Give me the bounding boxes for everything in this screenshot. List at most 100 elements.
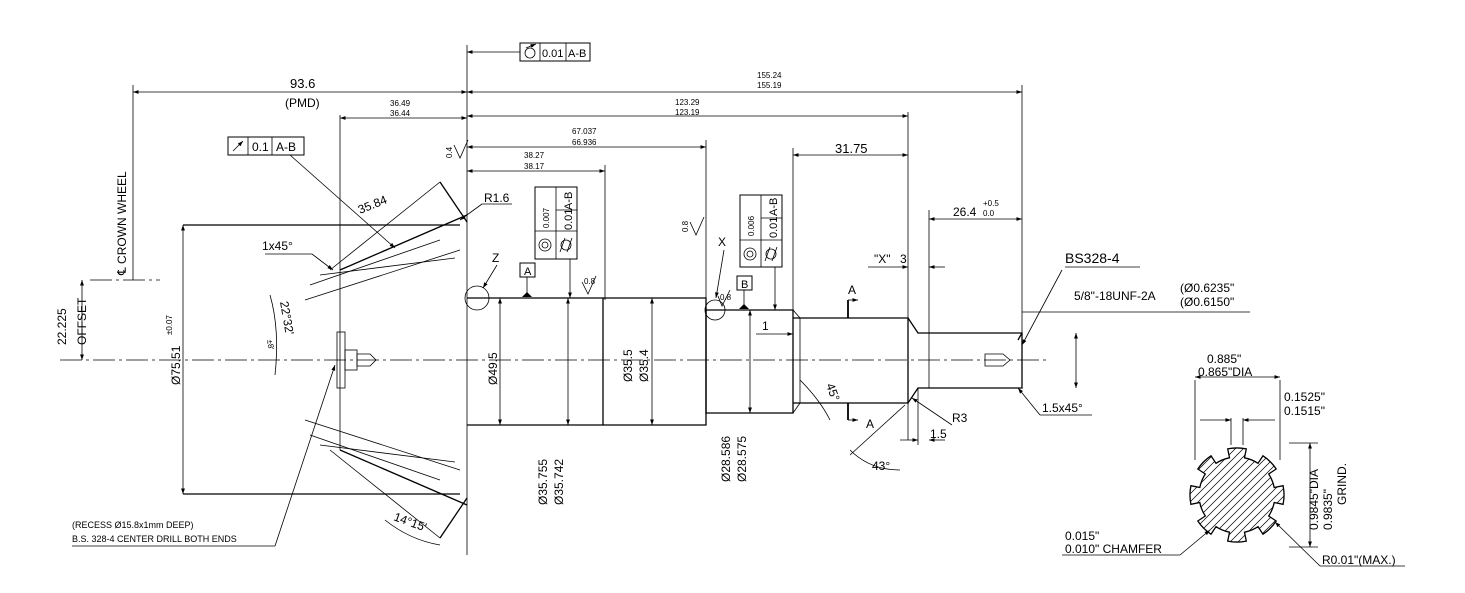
dim-pmd-note: (PMD)	[285, 96, 320, 110]
fcf-frame-b: 0.006 A-B 0.01	[739, 194, 783, 310]
note-recess: (RECESS Ø15.8x1mm DEEP)	[72, 520, 194, 530]
runout-top-datum: A-B	[568, 48, 586, 60]
svg-text:0.8: 0.8	[584, 277, 596, 286]
dim-1-label: 1	[762, 319, 769, 333]
r3-label: R3	[952, 411, 968, 425]
dim-total-upper: 155.24	[757, 71, 782, 80]
thread-spec: 5/8"-18UNF-2A	[1074, 289, 1156, 303]
runout-left-value: 0.1	[252, 140, 269, 154]
hatch-line	[1189, 447, 1242, 543]
shaft-body: Z X	[464, 235, 1023, 426]
fcf-b-cyl: 0.01	[768, 217, 780, 238]
runout-top-value: 0.01	[542, 48, 563, 60]
dim-bearing-lower: 38.17	[524, 162, 545, 171]
hatch-line	[1189, 447, 1234, 543]
angle-1415: 14°15'	[392, 510, 429, 535]
datum-b-label: B	[741, 279, 748, 291]
hatch-line	[1189, 447, 1266, 543]
thread-d-lower: (Ø0.6150"	[1180, 295, 1234, 309]
len-15-label: 1.5	[930, 427, 947, 441]
angle-2232-tol: ±8'	[265, 339, 276, 351]
dim-thread-len: 26.4	[953, 205, 977, 219]
hatch-line	[1189, 447, 1250, 543]
thread-chamfer: 1.5x45°	[1042, 401, 1083, 415]
datum-b-flag: B	[736, 275, 753, 309]
section-a-marker: A A	[847, 283, 874, 431]
surface-finish-1: 0.4	[445, 139, 469, 159]
dim-step-lower: 66.936	[572, 138, 597, 147]
r16-label: R1.6	[484, 191, 510, 205]
runout-frame-top: 0.01 A-B	[467, 42, 591, 62]
angle-43-arc	[849, 449, 901, 471]
datum-a-flag: A	[519, 262, 536, 297]
hatch-line	[1189, 447, 1226, 543]
section-a-bottom: A	[866, 417, 874, 431]
hatch-line	[1192, 447, 1285, 543]
dim-thread-tol-upper: +0.5	[983, 199, 999, 208]
d35742-label: Ø35.742	[552, 459, 566, 505]
spline-section-view	[1062, 375, 1405, 567]
crown-wheel-label: ℄ CROWN WHEEL	[115, 171, 129, 276]
spline-grind-lower: 0.9835"	[1321, 489, 1335, 530]
runout-arrow-icon	[232, 140, 244, 152]
fcf-a-datum-vertical: A-B	[563, 192, 575, 210]
datum-a-label: A	[524, 266, 532, 278]
runout-left-datum: A-B	[276, 140, 296, 154]
hatch-line	[1189, 447, 1282, 543]
surface-finish-2: 0.8	[681, 216, 705, 236]
angle-43-label: 43°	[872, 459, 890, 473]
note-center-drill: B.S. 328-4 CENTER DRILL BOTH ENDS	[72, 534, 237, 544]
d495-label: Ø49.5	[486, 352, 500, 385]
dim-bearing-upper: 38.27	[524, 151, 545, 160]
gear-diameter: Ø75.51	[169, 345, 183, 385]
spline-dia-upper: 0.885"	[1207, 352, 1241, 366]
fcf-a-conc: 0.007	[542, 207, 551, 228]
spline-grind-label: GRIND.	[1335, 463, 1349, 505]
offset-label: OFFSET	[75, 297, 89, 345]
svg-text:0.8: 0.8	[720, 293, 732, 302]
angle-45-arc	[799, 379, 831, 421]
d35755-label: Ø35.755	[536, 459, 550, 505]
hatch-line	[1189, 447, 1210, 543]
d355-label: Ø35.5	[621, 349, 635, 382]
pinion-gear-head: 1x45° 35.84 R1.6 22°32' ±8' 14°15' Ø75.5…	[55, 171, 512, 546]
dim-left-lower: 36.44	[390, 109, 411, 118]
chamfer-1x45: 1x45°	[262, 239, 293, 253]
fcf-frame-a: 0.007 A-B	[534, 186, 578, 298]
angle-45-label: 45°	[823, 381, 842, 403]
dim-mid-lower: 123.19	[675, 108, 700, 117]
detail-x-circle	[704, 299, 726, 321]
concentricity-icon	[538, 238, 552, 252]
angle-2232: 22°32'	[277, 300, 297, 336]
dim-mid-upper: 123.29	[675, 98, 700, 107]
d354-label: Ø35.4	[637, 349, 651, 382]
dim-total-lower: 155.19	[757, 81, 782, 90]
fcf-b-datum: A-B	[768, 198, 780, 216]
hatch-line	[1189, 447, 1258, 543]
dim-pmd-value: 93.6	[290, 76, 315, 91]
spline-width-upper: 0.1525"	[1284, 390, 1325, 404]
spline-width-lower: 0.1515"	[1284, 404, 1325, 418]
detail-z-circle	[464, 285, 490, 311]
spline-chamfer-upper: 0.015"	[1065, 529, 1099, 543]
cone-dim-3584: 35.84	[356, 192, 389, 216]
dim-left-upper: 36.49	[390, 99, 411, 108]
fcf-a-cyl-label: 0.01	[563, 209, 575, 230]
view-x-label: X	[718, 235, 726, 249]
dim-3-label: 3	[900, 252, 907, 266]
hatch-line	[1216, 447, 1285, 543]
dim-step-upper: 67.037	[572, 127, 597, 136]
spline-grind-upper: 0.9845"DIA	[1307, 469, 1321, 530]
section-a-top: A	[848, 283, 856, 297]
cylindricity-icon	[764, 246, 778, 262]
dim-thread-tol-lower: 0.0	[983, 209, 995, 218]
hatch-line	[1189, 447, 1218, 543]
offset-value: 22.225	[55, 308, 69, 345]
spline-chamfer-lower: 0.010" CHAMFER	[1065, 542, 1162, 556]
dim-3175: 31.75	[835, 141, 868, 156]
runout-icon	[524, 43, 537, 59]
surface-finish-4: 0.8	[717, 289, 732, 307]
view-z-label: Z	[492, 251, 499, 265]
hatch-line	[1189, 447, 1274, 543]
